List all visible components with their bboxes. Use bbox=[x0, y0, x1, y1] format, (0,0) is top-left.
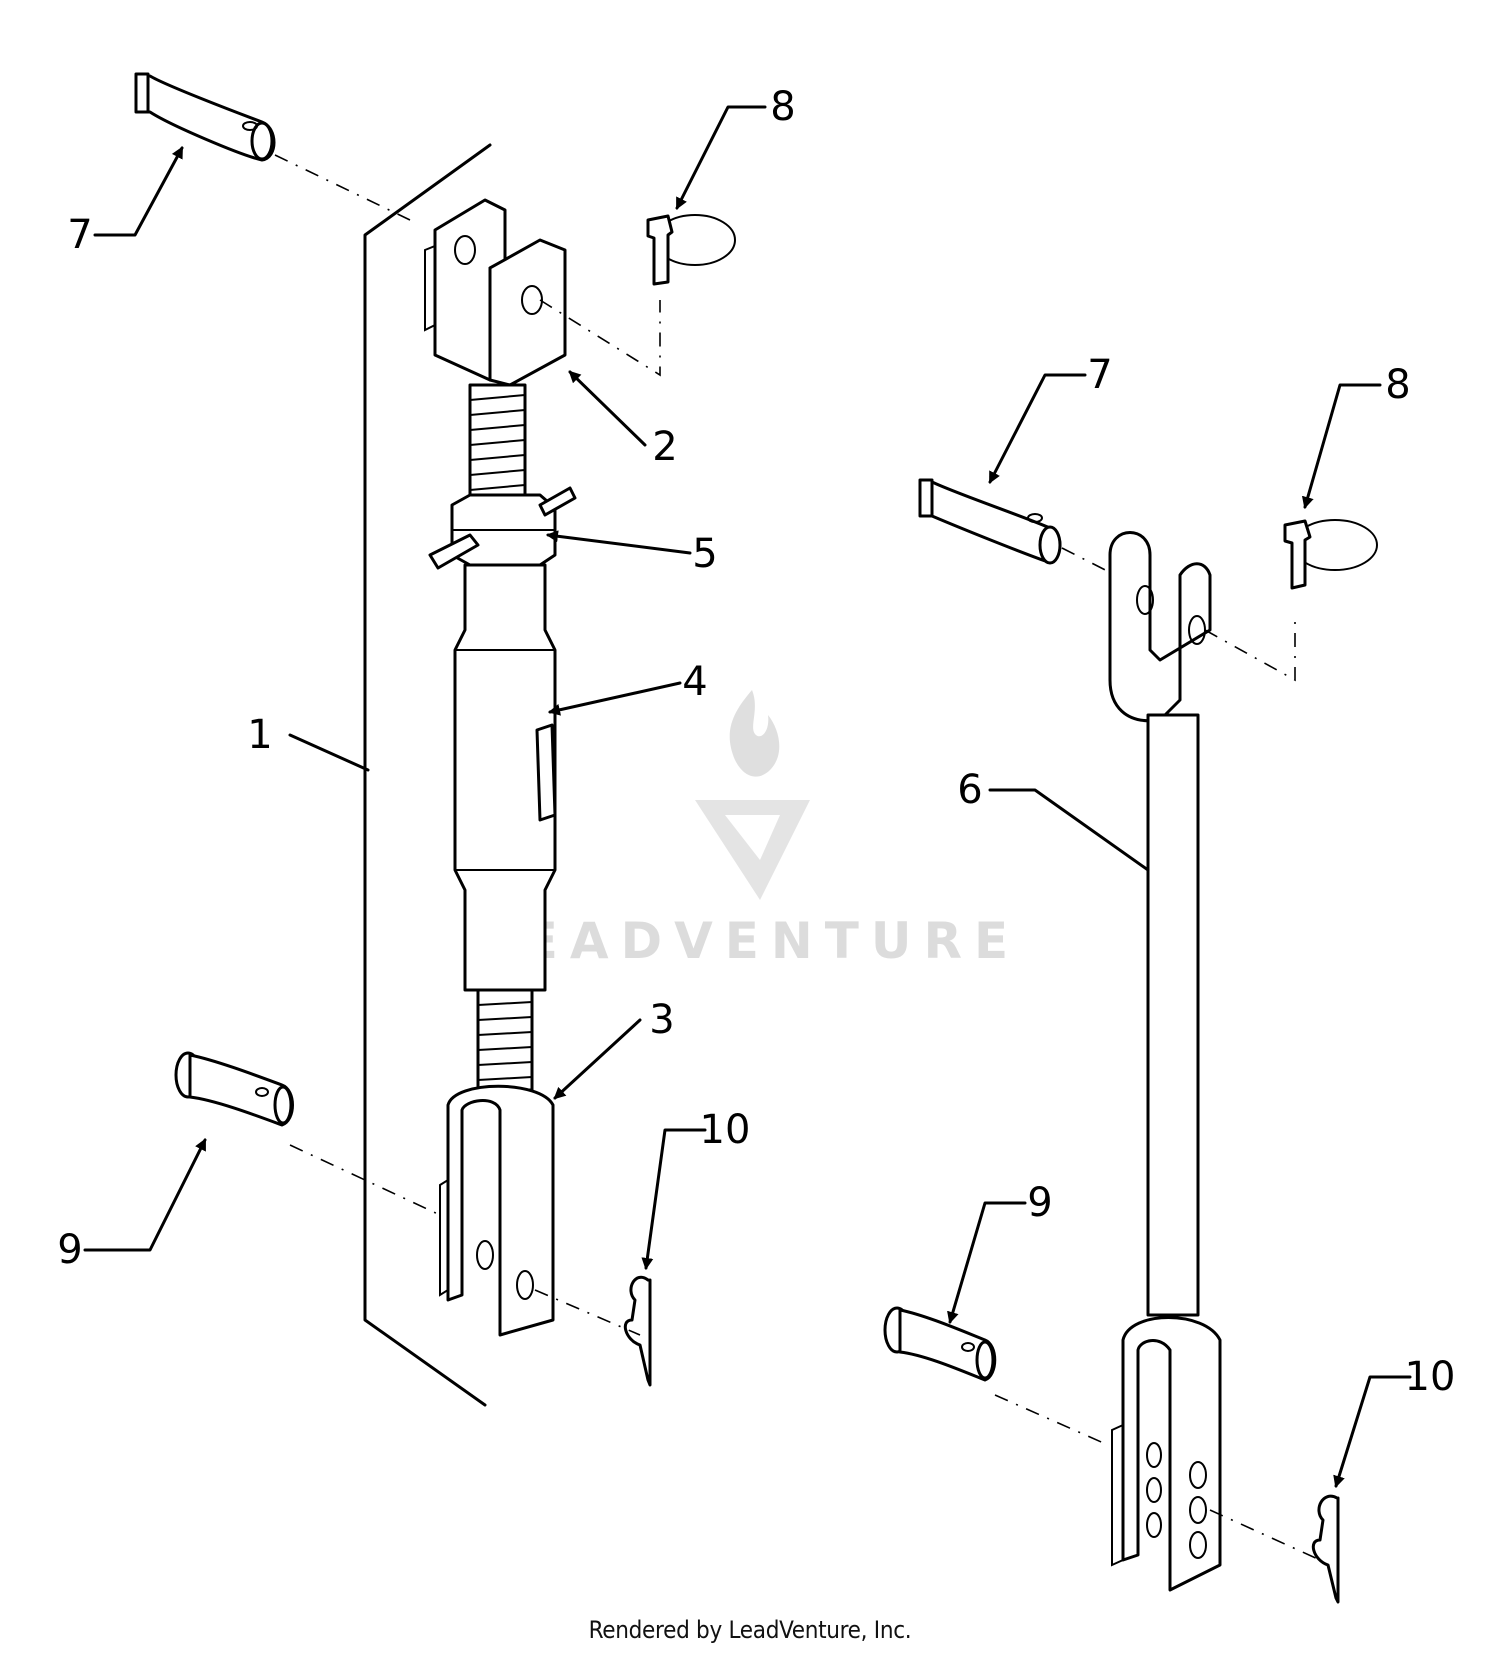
left-assembly bbox=[134, 72, 736, 1407]
part-8-lynch-pin-right bbox=[1283, 519, 1378, 590]
watermark: LEADVENTURE bbox=[480, 690, 1020, 970]
part-10-r-clip-left bbox=[623, 1276, 652, 1387]
callout-3: 3 bbox=[649, 997, 674, 1043]
watermark-v-logo-icon bbox=[695, 800, 810, 900]
callout-4: 4 bbox=[682, 659, 707, 705]
part-9-clevis-pin-right bbox=[883, 1306, 997, 1382]
callout-1: 1 bbox=[247, 712, 272, 758]
callout-6: 6 bbox=[957, 767, 982, 813]
callout-labels: 7 8 2 5 4 1 3 9 10 7 8 6 9 10 bbox=[57, 84, 1455, 1400]
part-5-jam-nut bbox=[428, 486, 577, 570]
part-7-clevis-pin-right bbox=[918, 478, 1062, 565]
part-8-lynch-pin-left bbox=[646, 214, 736, 286]
part-6-fixed-link-rod bbox=[1146, 713, 1200, 1317]
part-3-lower-clevis bbox=[439, 1084, 555, 1337]
part-9-clevis-pin-left bbox=[174, 1051, 294, 1127]
part-2-upper-clevis bbox=[424, 198, 567, 387]
callout-5: 5 bbox=[692, 531, 717, 577]
right-assembly bbox=[883, 478, 1378, 1604]
part-4-turnbuckle-body bbox=[453, 563, 557, 992]
callout-10-left: 10 bbox=[700, 1107, 751, 1153]
callout-7-right: 7 bbox=[1087, 352, 1112, 398]
callout-9-right: 9 bbox=[1027, 1180, 1052, 1226]
callout-7-left: 7 bbox=[67, 212, 92, 258]
threaded-rod-upper bbox=[468, 383, 527, 502]
callout-10-right: 10 bbox=[1405, 1354, 1456, 1400]
part-7-clevis-pin-left bbox=[134, 72, 276, 162]
leader-lines bbox=[83, 105, 1412, 1488]
callout-8-right: 8 bbox=[1385, 362, 1410, 408]
callout-2: 2 bbox=[652, 424, 677, 470]
callout-9-left: 9 bbox=[57, 1227, 82, 1273]
watermark-brand-text: LEADVENTURE bbox=[480, 912, 1020, 970]
part-6-lower-clevis bbox=[1111, 1316, 1222, 1592]
footer-credit: Rendered by LeadVenture, Inc. bbox=[588, 1616, 912, 1644]
watermark-flame-icon bbox=[729, 690, 780, 777]
callout-8-left: 8 bbox=[770, 84, 795, 130]
part-1-mount-plate bbox=[363, 143, 492, 1407]
threaded-rod-lower bbox=[476, 988, 534, 1092]
part-6-upper-clevis bbox=[1108, 531, 1212, 723]
part-10-r-clip-right bbox=[1311, 1494, 1340, 1604]
